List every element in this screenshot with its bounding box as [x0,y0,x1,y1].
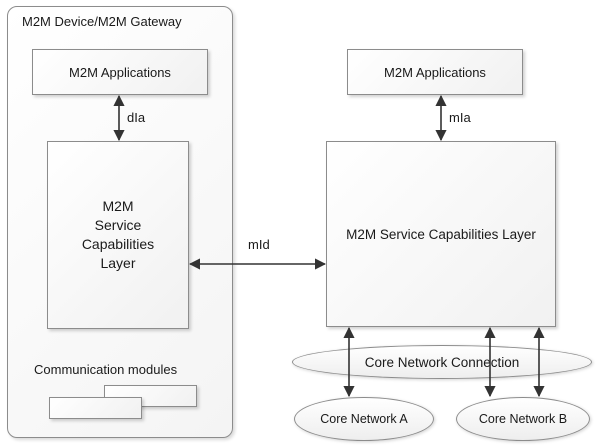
core-network-b: Core Network B [456,397,590,441]
dia-interface-label: dIa [127,110,146,125]
core-network-a: Core Network A [294,397,434,441]
network-m2m-applications-box: M2M Applications [347,49,523,95]
device-scl-box: M2M Service Capabilities Layer [47,141,189,329]
mia-interface-label: mIa [449,110,471,125]
device-scl-line-2: Service [94,217,142,233]
mid-interface-label: mId [248,237,270,252]
device-scl-line-1: M2M [102,198,134,214]
device-scl-label: M2M Service Capabilities Layer [82,197,154,273]
device-m2m-applications-box: M2M Applications [32,49,208,95]
device-scl-line-4: Layer [100,255,136,271]
comm-modules-label: Communication modules [34,362,178,377]
device-scl-line-3: Capabilities [81,236,155,252]
comm-module-front [49,397,142,419]
network-scl-box: M2M Service Capabilities Layer [326,141,556,327]
device-gateway-title: M2M Device/M2M Gateway [22,14,182,29]
